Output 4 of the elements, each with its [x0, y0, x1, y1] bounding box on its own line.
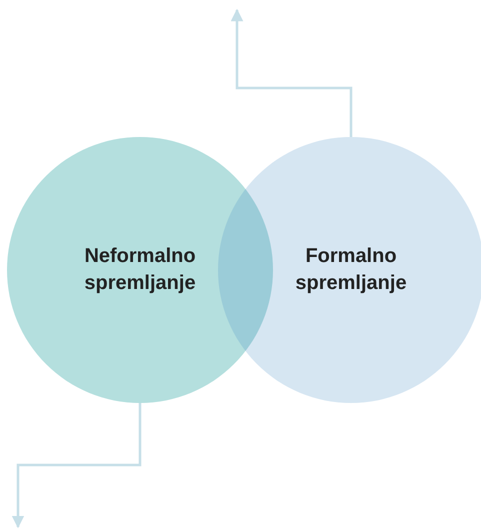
arrow: [12, 403, 142, 528]
arrow: [230, 8, 352, 137]
circle-label: Neformalno spremljanje: [83, 244, 197, 296]
circle-label: Formalno spremljanje: [294, 244, 408, 296]
